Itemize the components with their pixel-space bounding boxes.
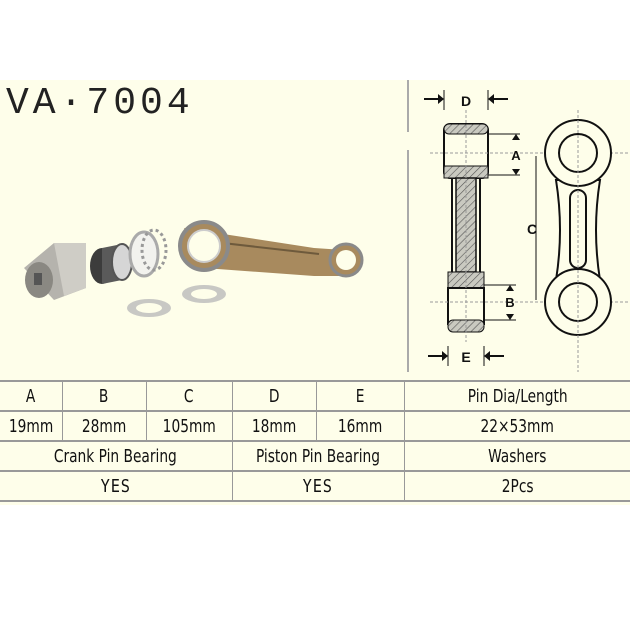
product-photo (24, 220, 364, 317)
value-pin-dia-length: 22×53mm (403, 410, 630, 442)
header-d: D (231, 380, 317, 412)
svg-text:A: A (511, 148, 521, 163)
value-e: 16mm (315, 410, 405, 442)
svg-text:C: C (527, 221, 537, 237)
header-c: C (145, 380, 233, 412)
value-c: 105mm (145, 410, 233, 442)
table-row: A B C D E Pin Dia/Length (0, 380, 630, 412)
value-b: 28mm (61, 410, 147, 442)
header-a: A (0, 380, 63, 412)
rod-front-view (544, 110, 612, 372)
product-panel: VA·7004 (0, 80, 630, 505)
dimension-a-marker: A (488, 133, 521, 176)
washer-icon (182, 285, 226, 303)
svg-text:E: E (461, 349, 470, 365)
header-washers: Washers (403, 440, 630, 472)
dimension-c-marker: C (527, 156, 537, 300)
part-number-title: VA·7004 (6, 82, 194, 125)
svg-text:D: D (461, 93, 471, 109)
value-washers: 2Pcs (403, 470, 630, 502)
header-e: E (315, 380, 405, 412)
value-crank-pin-bearing: YES (0, 470, 233, 502)
value-d: 18mm (231, 410, 317, 442)
header-pin-dia-length: Pin Dia/Length (403, 380, 630, 412)
table-row: 19mm 28mm 105mm 18mm 16mm 22×53mm (0, 410, 630, 442)
dimension-b-marker: B (484, 284, 516, 321)
dimension-e-marker: E (428, 346, 504, 366)
table-row: YES YES 2Pcs (0, 470, 630, 502)
table-row: Crank Pin Bearing Piston Pin Bearing Was… (0, 440, 630, 472)
header-piston-pin-bearing: Piston Pin Bearing (231, 440, 405, 472)
header-crank-pin-bearing: Crank Pin Bearing (0, 440, 233, 472)
dimension-d-marker: D (424, 90, 508, 110)
value-a: 19mm (0, 410, 63, 442)
header-b: B (61, 380, 147, 412)
spec-table: A B C D E Pin Dia/Length 19mm 28mm 105mm… (0, 380, 630, 502)
dimension-diagram: D A B C (407, 80, 630, 372)
value-piston-pin-bearing: YES (231, 470, 405, 502)
svg-text:B: B (505, 295, 514, 310)
connecting-rod-icon (178, 220, 364, 278)
needle-bearing-icon (90, 243, 133, 284)
cage-bearing-icon (128, 228, 168, 278)
washer-icon (127, 299, 171, 317)
piston-pin-icon (24, 243, 86, 300)
